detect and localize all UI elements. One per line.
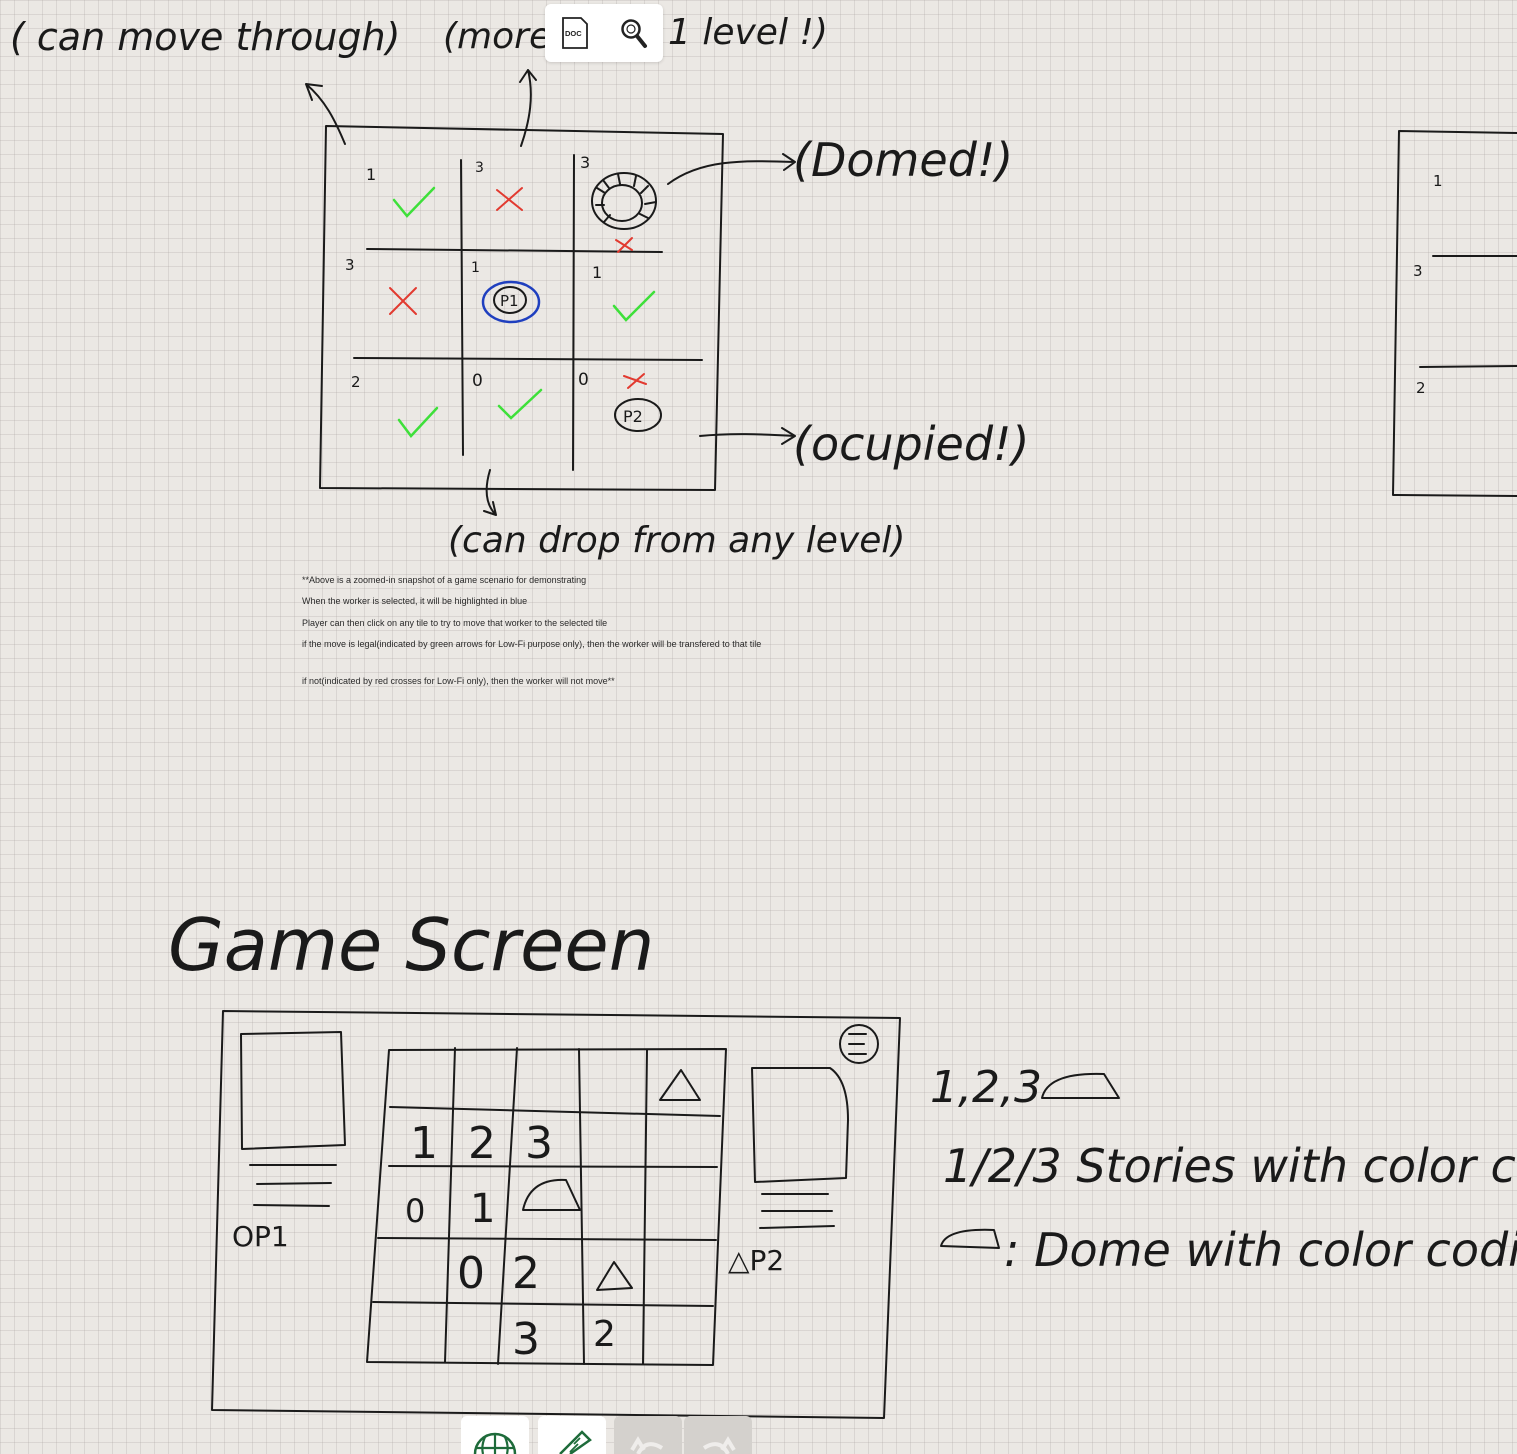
board-cell: 2 — [593, 1314, 616, 1355]
arrow-move-through — [305, 83, 346, 145]
redo-icon — [702, 1436, 736, 1454]
illegal-cross-mark — [389, 287, 417, 315]
game-board-grid — [366, 1047, 727, 1366]
level-label: 3 — [1413, 262, 1423, 280]
globe-icon — [473, 1432, 517, 1454]
dome-drawing — [591, 172, 657, 230]
redo-button[interactable] — [684, 1416, 752, 1454]
side-board: 1 3 2 — [1392, 130, 1517, 497]
floating-toolbar: DOC — [545, 4, 663, 62]
arrow-more-levels — [519, 69, 537, 147]
legend-line-3: : Dome with color coding — [1004, 1223, 1517, 1277]
menu-icon[interactable] — [839, 1024, 879, 1064]
note-line: **Above is a zoomed-in snapshot of a gam… — [302, 575, 587, 585]
legal-check-mark — [497, 388, 543, 420]
doc-button[interactable]: DOC — [555, 13, 595, 53]
level-label: 3 — [475, 160, 484, 176]
note-line: When the worker is selected, it will be … — [302, 596, 528, 606]
legend-line-1: 1,2,3 — [930, 1062, 1042, 1113]
level-label: 3 — [580, 153, 590, 172]
worker-p1-selection — [481, 280, 541, 324]
annotation-occupied: (ocupied!) — [793, 417, 1029, 471]
arrow-domed — [667, 153, 796, 185]
worker-p1[interactable]: P1 — [500, 292, 519, 310]
illegal-cross-mark — [615, 237, 633, 253]
annotation-more-levels: (more — [443, 16, 551, 57]
globe-button[interactable] — [461, 1416, 529, 1454]
player1-avatar-box — [240, 1031, 346, 1150]
legal-check-mark — [612, 290, 656, 322]
level-label: 1 — [471, 260, 480, 276]
board-cell: 2 — [512, 1248, 540, 1299]
search-icon — [620, 19, 647, 48]
dome-icon — [522, 1178, 581, 1211]
game-screen-title: Game Screen — [168, 903, 654, 987]
dome-icon — [1041, 1072, 1120, 1099]
game-screen-mockup: OP1 △P2 1 2 3 0 1 0 2 3 2 — [211, 1010, 901, 1419]
note-line: if the move is legal(indicated by green … — [302, 639, 762, 649]
illegal-cross-mark — [623, 373, 647, 389]
arrow-drop — [483, 469, 497, 516]
note-line: Player can then click on any tile to try… — [302, 618, 608, 628]
board-cell: 0 — [457, 1248, 485, 1299]
illegal-cross-mark — [496, 187, 523, 211]
legal-check-mark — [392, 186, 436, 218]
level-label: 2 — [351, 373, 361, 391]
level-label: 2 — [1416, 379, 1426, 397]
zoom-board: 1 3 3 3 1 1 2 0 0 P1 P2 — [319, 125, 724, 491]
level-label: 1 — [1433, 172, 1443, 190]
player2-label: △P2 — [728, 1244, 784, 1277]
level-label: 3 — [345, 256, 355, 274]
svg-text:DOC: DOC — [565, 29, 582, 38]
board-cell: 1 — [410, 1118, 438, 1169]
level-label: 1 — [592, 263, 602, 282]
annotation-move-through: ( can move through) — [10, 15, 400, 59]
level-label: 0 — [578, 370, 589, 390]
board-cell: 3 — [512, 1314, 540, 1365]
annotation-one-level: 1 level !) — [668, 12, 828, 53]
legend-line-2: 1/2/3 Stories with color coding — [943, 1139, 1517, 1193]
search-button[interactable] — [614, 13, 654, 53]
annotation-drop: (can drop from any level) — [448, 520, 905, 561]
pen-icon — [559, 1430, 592, 1454]
worker-triangle-icon — [659, 1069, 701, 1101]
undo-button[interactable] — [614, 1416, 682, 1454]
arrow-occupied — [699, 427, 796, 445]
doc-icon: DOC — [561, 17, 588, 49]
legend: 1,2,3 1/2/3 Stories with color coding : … — [930, 1062, 1517, 1277]
legal-check-mark — [397, 406, 439, 438]
annotation-domed: (Domed!) — [793, 133, 1013, 187]
worker-p2[interactable]: P2 — [623, 407, 643, 426]
board-cell: 1 — [470, 1186, 495, 1232]
player1-label: OP1 — [232, 1220, 289, 1253]
pen-button[interactable] — [538, 1416, 606, 1454]
board-cell: 2 — [468, 1118, 496, 1169]
level-label: 1 — [366, 165, 376, 184]
player2-avatar-box — [751, 1067, 849, 1183]
board-cell: 0 — [405, 1192, 425, 1230]
board-cell: 3 — [525, 1118, 553, 1169]
note-line: if not(indicated by red crosses for Low-… — [302, 676, 615, 686]
undo-icon — [630, 1436, 664, 1454]
worker-triangle-icon — [596, 1261, 633, 1291]
dome-icon — [940, 1228, 1000, 1249]
level-label: 0 — [472, 371, 483, 391]
